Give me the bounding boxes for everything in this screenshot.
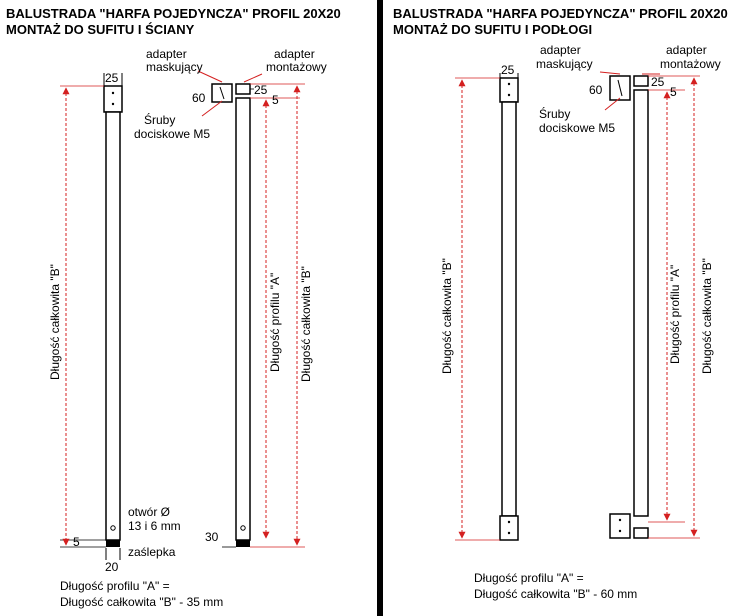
right-profile [501,101,517,517]
right-bottom-block [499,515,519,541]
left-dim-5-bottom: 5 [73,535,80,549]
left-label-hole-1: otwór Ø [128,505,171,519]
right-dim-5: 5 [670,85,677,99]
right-vlabel-profile-length: Długość profilu "A" [668,264,682,364]
right-label-adapter-masking-1: adapter [540,43,581,57]
left-title-line1: BALUSTRADA "HARFA POJEDYNCZA" PROFIL 20X… [6,6,341,21]
right-label-adapter-mount-1: adapter [666,43,707,57]
right-label-adapter-masking-2: maskujący [536,57,593,71]
panel-separator [377,0,383,616]
left-label-screws-2: dociskowe M5 [134,127,211,141]
left-label-adapter-mount-1: adapter [274,47,315,61]
right-formula-line1: Długość profilu "A" = [474,571,584,585]
left-label-adapter-masking-1: adapter [146,47,187,61]
right-profile-2 [633,89,649,517]
left-drawing [60,70,305,560]
right-drawing [455,71,700,541]
left-vlabel-total-length-2: Długość całkowita "B" [299,266,313,382]
right-dim-60: 60 [589,83,603,97]
left-label-adapter-mount-2: montażowy [266,60,327,74]
left-end-cap [106,540,120,547]
left-dim-20: 20 [105,560,119,574]
left-profile [105,111,121,541]
left-dim-30: 30 [205,530,219,544]
left-adapter-mount [235,83,251,95]
left-label-hole-2: 13 i 6 mm [128,519,181,533]
right-top-block [499,77,519,103]
right-vlabel-total-length-2: Długość całkowita "B" [700,258,714,374]
right-label-screws-2: dociskowe M5 [539,121,616,135]
left-label-screws-1: Śruby [144,113,176,127]
right-title-line2: MONTAŻ DO SUFITU I PODŁOGI [393,22,593,37]
left-dim-25-top: 25 [105,71,119,85]
left-formula-line2: Długość całkowita "B" - 35 mm [60,595,224,609]
left-dim-60: 60 [192,91,206,105]
left-label-end-cap: zaślepka [128,545,176,559]
left-vlabel-total-length-1: Długość całkowita "B" [48,264,62,380]
left-profile-2 [235,97,251,541]
left-vlabel-profile-length: Długość profilu "A" [268,272,282,372]
right-adapter-mount-bottom [633,527,649,539]
left-dim-5-top: 5 [272,93,279,107]
right-adapter-mount-top [633,75,649,87]
right-dim-25-top: 25 [501,63,515,77]
left-dim-25-mount: 25 [254,83,268,97]
right-adapter-masking-bottom [609,513,631,539]
left-label-adapter-masking-2: maskujący [146,60,203,74]
right-dim-25-mount: 25 [651,75,665,89]
right-vlabel-total-length-1: Długość całkowita "B" [440,258,454,374]
left-top-block [103,85,123,113]
left-title-line2: MONTAŻ DO SUFITU I ŚCIANY [6,22,195,37]
left-formula-line1: Długość profilu "A" = [60,579,170,593]
right-title-line1: BALUSTRADA "HARFA POJEDYNCZA" PROFIL 20X… [393,6,728,21]
right-label-screws-1: Śruby [539,107,571,121]
right-formula-line2: Długość całkowita "B" - 60 mm [474,587,638,601]
right-label-adapter-mount-2: montażowy [660,57,721,71]
